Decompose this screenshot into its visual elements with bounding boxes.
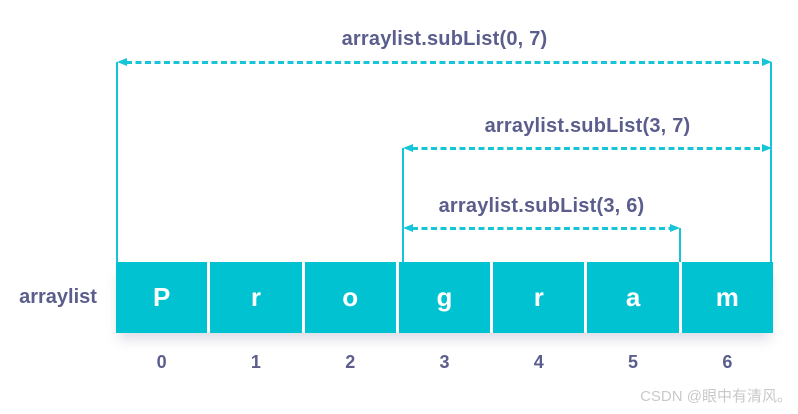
array-name-label: arraylist xyxy=(19,286,97,308)
arrowhead-left-icon xyxy=(117,58,127,66)
connector-line-index-6-right xyxy=(770,62,772,262)
annotation-label-sublist-3-7: arraylist.subList(3, 7) xyxy=(484,115,691,137)
arrowhead-right-icon xyxy=(762,144,772,152)
array-cell-3: g xyxy=(398,262,491,333)
array-cell-4: r xyxy=(493,262,585,333)
index-label-3: 3 xyxy=(439,352,450,372)
index-label-2: 2 xyxy=(345,352,356,372)
array-cell-0: P xyxy=(116,262,208,333)
arrowhead-left-icon xyxy=(403,144,413,152)
arrowhead-right-icon xyxy=(670,224,680,232)
index-label-5: 5 xyxy=(628,352,639,372)
array-index-row: 0 1 2 3 4 5 6 xyxy=(116,352,773,373)
dashed-range-line xyxy=(412,227,672,230)
annotation-label-sublist-0-7: arraylist.subList(0, 7) xyxy=(341,28,548,50)
connector-line-index-5-right xyxy=(679,228,681,262)
dashed-range-line xyxy=(126,61,764,64)
connector-line-index-0-left xyxy=(116,62,118,262)
array-cell-6: m xyxy=(681,262,773,333)
index-label-6: 6 xyxy=(722,352,733,372)
arrowhead-left-icon xyxy=(403,224,413,232)
annotation-label-sublist-3-6: arraylist.subList(3, 6) xyxy=(438,195,645,217)
index-label-4: 4 xyxy=(533,352,544,372)
array-cells-row: P r o g r a m xyxy=(116,262,773,333)
dashed-range-line xyxy=(412,147,764,150)
csdn-watermark: CSDN @眼中有清风。 xyxy=(640,388,792,405)
array-cell-2: o xyxy=(304,262,396,333)
connector-line-index-3-left xyxy=(402,148,404,262)
array-cell-5: a xyxy=(587,262,679,333)
index-label-1: 1 xyxy=(250,352,261,372)
arrowhead-right-icon xyxy=(762,58,772,66)
array-cell-1: r xyxy=(210,262,302,333)
index-label-0: 0 xyxy=(156,352,167,372)
